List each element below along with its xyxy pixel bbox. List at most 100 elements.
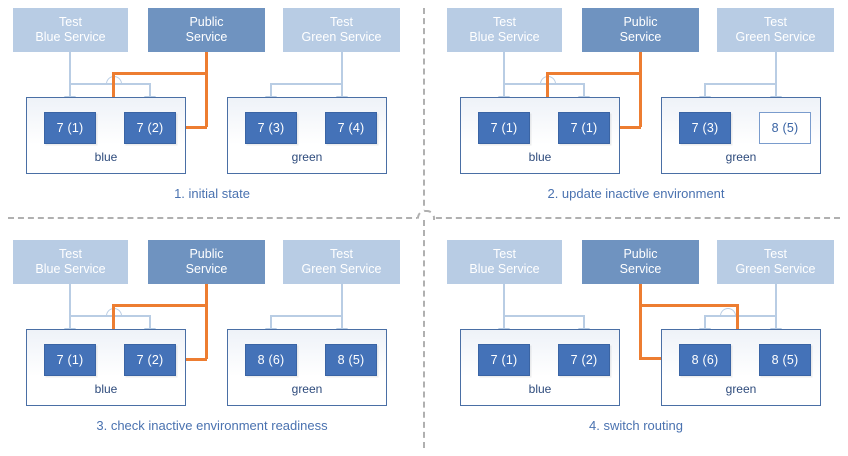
environment-green[interactable]: 8 (6) 8 (5) green (661, 329, 821, 406)
node-green-2[interactable]: 8 (5) (759, 344, 811, 376)
connector-test-green-bus (270, 83, 343, 85)
service-public[interactable]: Public Service (582, 240, 699, 284)
environment-blue-label: blue (528, 382, 552, 396)
service-test-blue-line1: Test (493, 247, 516, 261)
service-test-blue-line2: Blue Service (469, 262, 540, 276)
panel-caption: 4. switch routing (589, 418, 683, 433)
panel-caption: 3. check inactive environment readiness (96, 418, 328, 433)
routing-tail-node-2 (172, 126, 207, 129)
environment-green-label: green (725, 150, 757, 164)
routing-drop-node-2 (205, 72, 208, 127)
service-test-blue[interactable]: Test Blue Service (447, 8, 562, 52)
service-test-green-line2: Green Service (301, 30, 382, 44)
connector-test-green-drop-1 (270, 83, 272, 98)
environment-green-label: green (291, 150, 323, 164)
node-blue-1[interactable]: 7 (1) (478, 112, 530, 144)
connector-test-green-bus (270, 315, 343, 317)
node-green-1[interactable]: 8 (6) (245, 344, 297, 376)
node-green-2[interactable]: 8 (5) (325, 344, 377, 376)
connector-test-blue-stem (69, 52, 71, 84)
panel-caption: 2. update inactive environment (547, 186, 725, 201)
service-test-blue-line1: Test (59, 15, 82, 29)
environment-blue[interactable]: 7 (1) 7 (2) blue (460, 329, 620, 406)
divider-hop-icon (417, 210, 435, 220)
panel-switch-routing: Test Blue Service Public Service Test Gr… (424, 228, 848, 456)
routing-drop-node-1 (639, 304, 642, 359)
service-test-green[interactable]: Test Green Service (717, 240, 834, 284)
connector-test-blue-drop-2 (149, 315, 151, 330)
node-blue-1[interactable]: 7 (1) (44, 112, 96, 144)
routing-public-stem (205, 284, 208, 306)
connector-test-blue-stem (503, 284, 505, 316)
node-green-1[interactable]: 8 (6) (679, 344, 731, 376)
node-green-1[interactable]: 7 (3) (245, 112, 297, 144)
environment-green[interactable]: 7 (3) 7 (4) green (227, 97, 387, 174)
panel-caption: 1. initial state (174, 186, 250, 201)
panel-update-inactive-environment: Test Blue Service Public Service Test Gr… (424, 0, 848, 228)
service-test-green-line1: Test (764, 15, 787, 29)
connector-test-green-drop-1 (270, 315, 272, 330)
service-test-green[interactable]: Test Green Service (283, 8, 400, 52)
service-test-green-line2: Green Service (735, 262, 816, 276)
service-test-green-line2: Green Service (735, 30, 816, 44)
service-public[interactable]: Public Service (148, 240, 265, 284)
connector-test-green-bus (704, 83, 777, 85)
service-test-blue[interactable]: Test Blue Service (447, 240, 562, 284)
routing-public-stem (639, 284, 642, 306)
node-blue-2[interactable]: 7 (2) (124, 112, 176, 144)
divider-vertical (423, 8, 425, 448)
service-test-green-line1: Test (330, 247, 353, 261)
connector-test-blue-drop-1 (69, 315, 71, 330)
environment-blue-label: blue (528, 150, 552, 164)
routing-drop-node-2 (205, 304, 208, 359)
connector-test-blue-drop-1 (503, 315, 505, 330)
service-public[interactable]: Public Service (148, 8, 265, 52)
connector-test-blue-drop-2 (149, 83, 151, 98)
service-test-blue-line2: Blue Service (35, 30, 106, 44)
environment-blue[interactable]: 7 (1) 7 (2) blue (26, 97, 186, 174)
routing-public-stem (639, 52, 642, 74)
routing-tail-node-2 (172, 358, 207, 361)
environment-blue[interactable]: 7 (1) 7 (1) blue (460, 97, 620, 174)
node-blue-1[interactable]: 7 (1) (478, 344, 530, 376)
environment-green[interactable]: 7 (3) 8 (5) green (661, 97, 821, 174)
node-green-1[interactable]: 7 (3) (679, 112, 731, 144)
connector-test-blue-drop-1 (69, 83, 71, 98)
service-public-line2: Service (619, 262, 662, 276)
node-green-2[interactable]: 7 (4) (325, 112, 377, 144)
node-blue-2[interactable]: 7 (2) (558, 344, 610, 376)
connector-test-green-drop-2 (341, 83, 343, 98)
environment-blue[interactable]: 7 (1) 7 (2) blue (26, 329, 186, 406)
connector-test-green-stem (341, 284, 343, 316)
connector-test-green-drop-2 (341, 315, 343, 330)
panel-initial-state: Test Blue Service Public Service Test Gr… (0, 0, 424, 228)
service-public[interactable]: Public Service (582, 8, 699, 52)
routing-public-bus (112, 72, 208, 75)
routing-public-bus (639, 304, 738, 307)
node-green-2[interactable]: 8 (5) (759, 112, 811, 144)
routing-drop-node-2 (639, 72, 642, 127)
connector-test-green-drop-1 (704, 315, 706, 330)
node-blue-1[interactable]: 7 (1) (44, 344, 96, 376)
service-public-line2: Service (185, 262, 228, 276)
connector-test-blue-bus (503, 315, 584, 317)
service-test-blue[interactable]: Test Blue Service (13, 8, 128, 52)
line-hop-icon (720, 308, 736, 317)
routing-tail-node-1 (639, 357, 663, 360)
service-test-green-line1: Test (330, 15, 353, 29)
service-public-line1: Public (623, 15, 658, 29)
node-blue-2[interactable]: 7 (1) (558, 112, 610, 144)
service-test-blue-line2: Blue Service (35, 262, 106, 276)
service-test-blue[interactable]: Test Blue Service (13, 240, 128, 284)
node-blue-2[interactable]: 7 (2) (124, 344, 176, 376)
routing-public-bus (112, 304, 208, 307)
service-test-green[interactable]: Test Green Service (717, 8, 834, 52)
service-public-line2: Service (185, 30, 228, 44)
connector-test-blue-stem (503, 52, 505, 84)
service-test-blue-line2: Blue Service (469, 30, 540, 44)
service-test-blue-line1: Test (493, 15, 516, 29)
connector-test-blue-stem (69, 284, 71, 316)
environment-green[interactable]: 8 (6) 8 (5) green (227, 329, 387, 406)
service-test-green[interactable]: Test Green Service (283, 240, 400, 284)
environment-blue-label: blue (94, 150, 118, 164)
